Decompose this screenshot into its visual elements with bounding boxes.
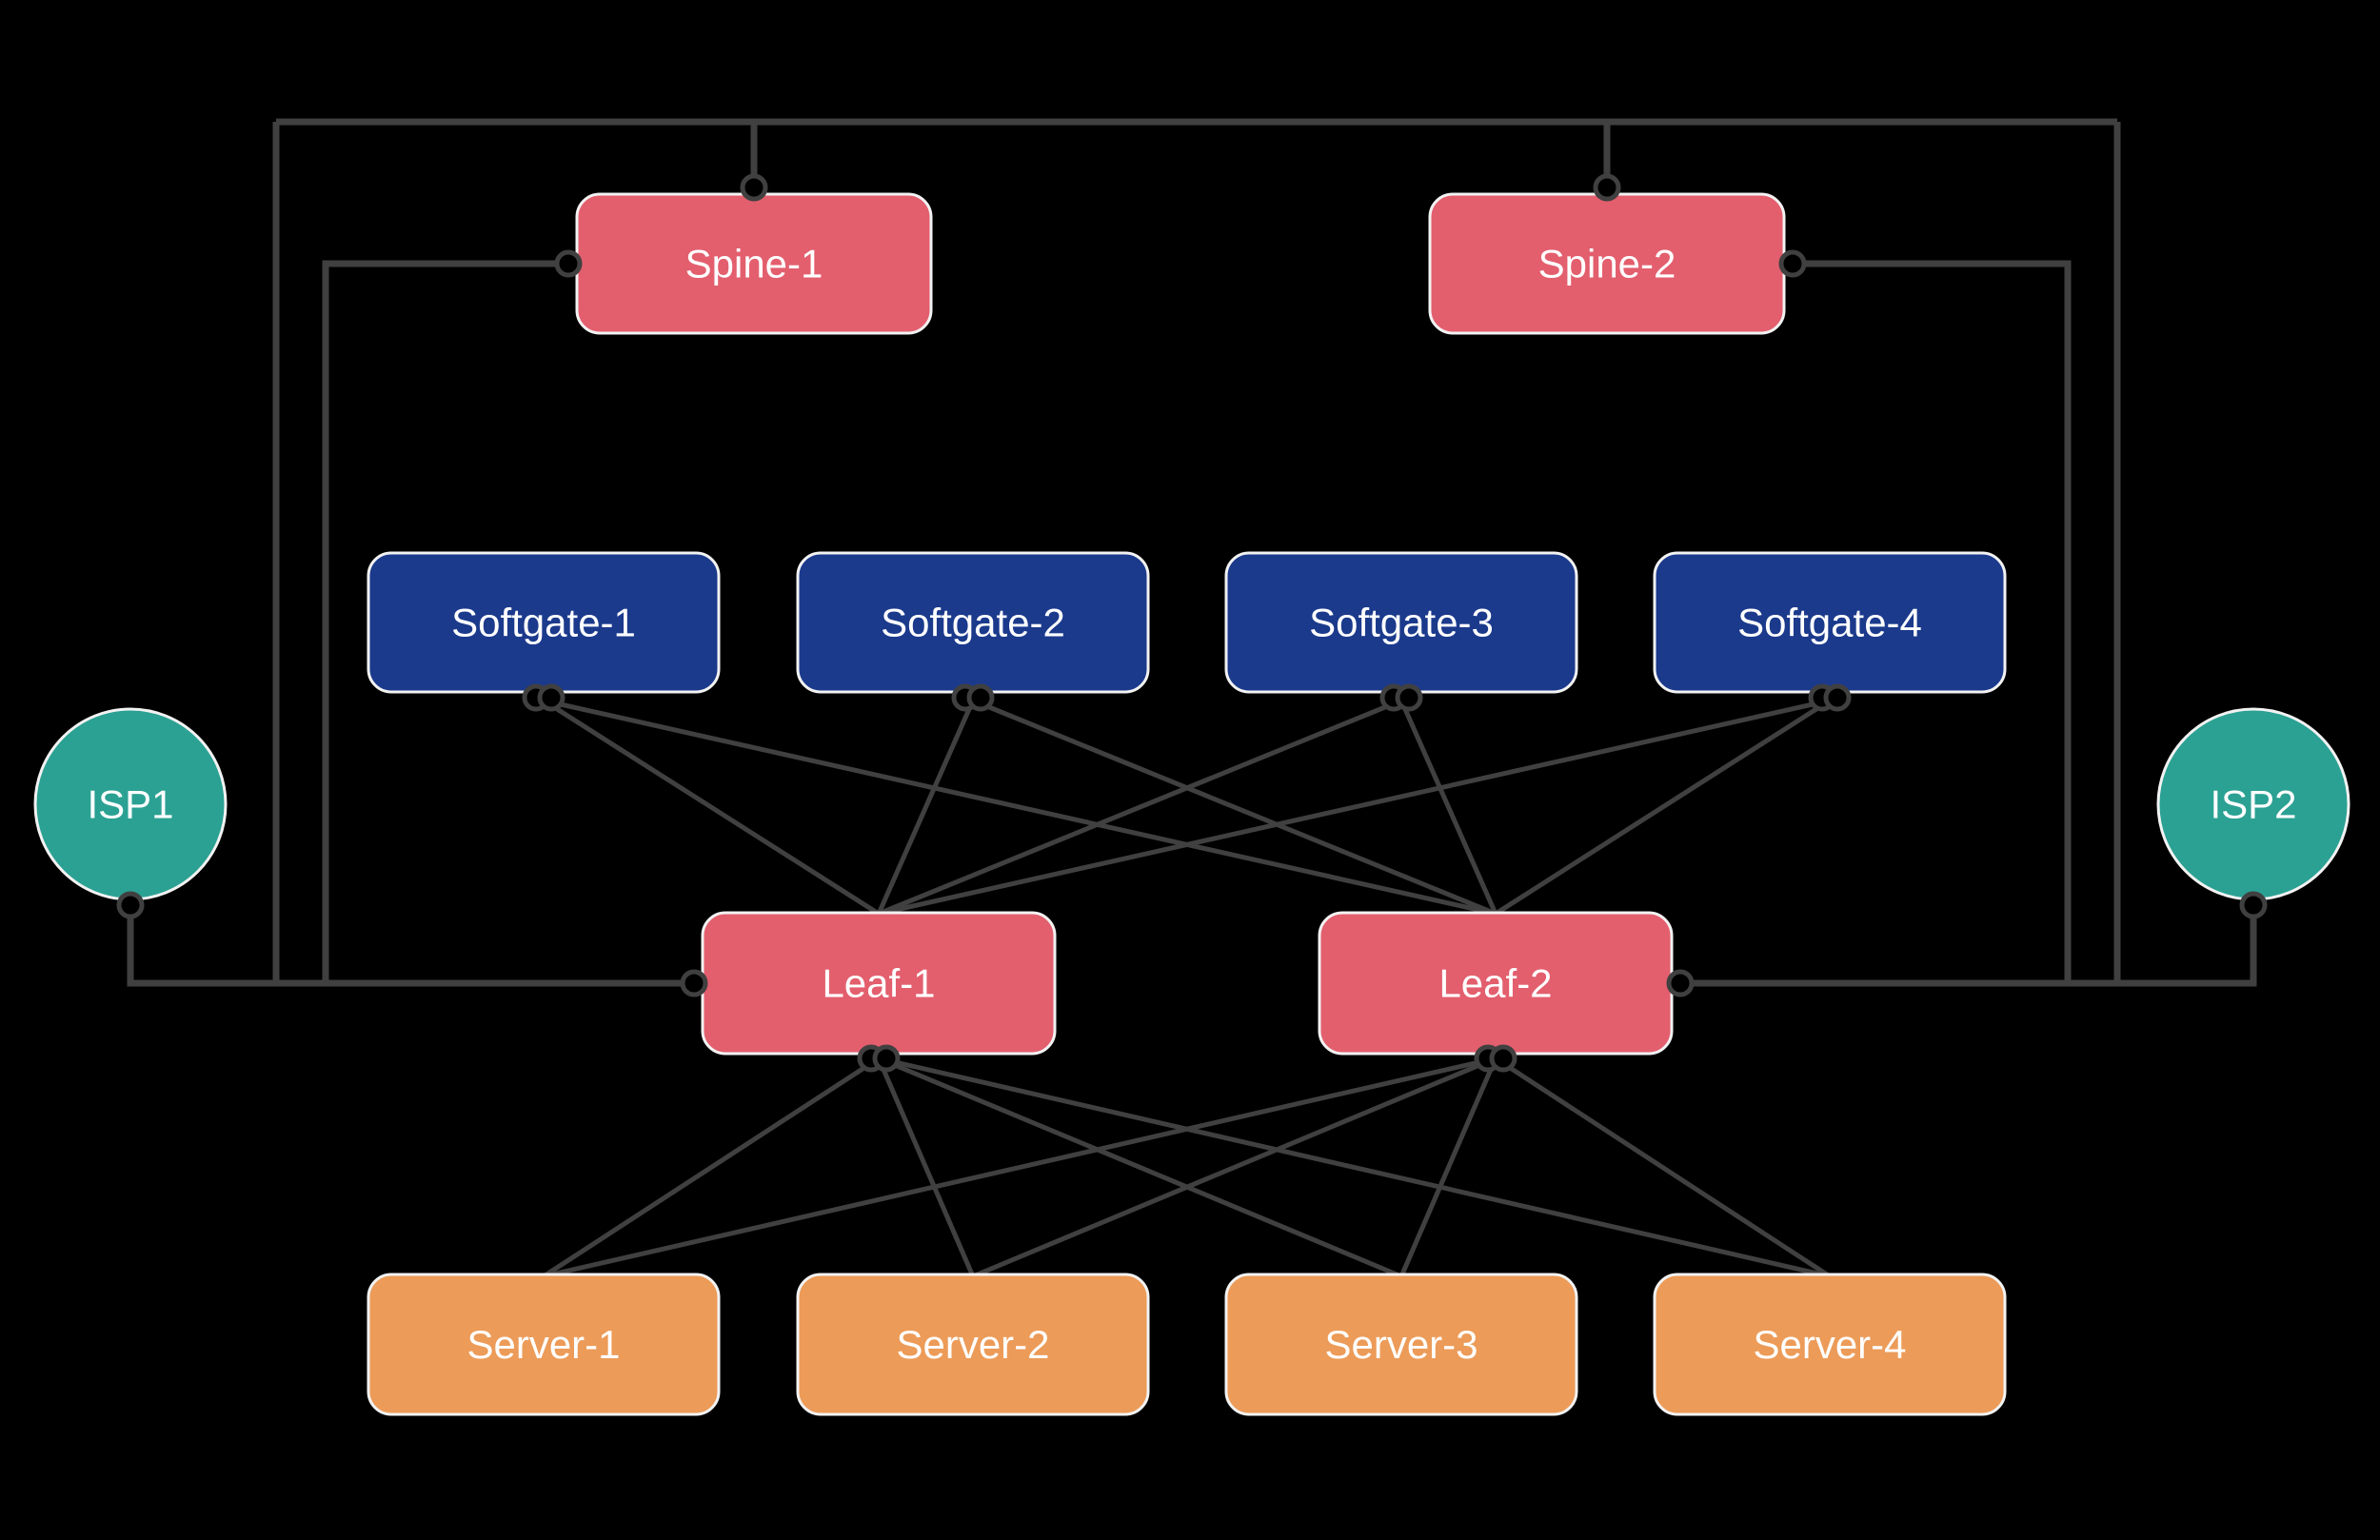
edge-leaf1-server4 bbox=[878, 1056, 1831, 1279]
node-server-1[interactable]: Server-1 bbox=[367, 1273, 721, 1416]
connector-layer bbox=[116, 173, 2268, 1073]
connector-dot-leaf2-bottom-port-b bbox=[1489, 1044, 1517, 1073]
node-leaf-1[interactable]: Leaf-1 bbox=[701, 911, 1057, 1056]
connector-dot-isp2-bottom-port bbox=[2239, 891, 2268, 919]
spine-1-label: Spine-1 bbox=[685, 242, 823, 286]
softgate-3-label: Softgate-3 bbox=[1309, 601, 1494, 645]
connector-dot-softgate4-port-b bbox=[1823, 683, 1852, 712]
server-3-shape bbox=[1224, 1273, 1578, 1416]
connector-dot-softgate2-port-b bbox=[966, 683, 995, 712]
softgate-4-label: Softgate-4 bbox=[1737, 601, 1922, 645]
server-4-shape bbox=[1653, 1273, 2007, 1416]
server-1-label: Server-1 bbox=[466, 1322, 620, 1367]
edge-softgate4-leaf2 bbox=[1494, 698, 1832, 917]
softgate-2-label: Softgate-2 bbox=[881, 601, 1065, 645]
connector-dot-softgate3-port-b bbox=[1395, 683, 1423, 712]
softgate-1-label: Softgate-1 bbox=[451, 601, 636, 645]
node-server-3[interactable]: Server-3 bbox=[1224, 1273, 1578, 1416]
spine-2-label: Spine-2 bbox=[1538, 242, 1676, 286]
server-3-label: Server-3 bbox=[1324, 1322, 1478, 1367]
edge-softgate2-leaf2 bbox=[972, 698, 1497, 917]
connector-dot-spine1-left-port bbox=[554, 249, 583, 278]
edge-leaf1-server1 bbox=[542, 1056, 881, 1279]
edge-layer bbox=[127, 118, 2257, 1279]
node-spine-1[interactable]: Spine-1 bbox=[575, 192, 933, 335]
edge-spine1-left-drop bbox=[322, 260, 568, 983]
server-1-shape bbox=[367, 1273, 721, 1416]
edge-leaf2-server3 bbox=[1398, 1057, 1498, 1277]
edge-softgate1-leaf2 bbox=[543, 698, 1497, 917]
edge-leaf1-server3 bbox=[878, 1056, 1402, 1279]
edge-isp1-leaf1 bbox=[127, 911, 694, 987]
edge-softgate1-leaf1 bbox=[542, 698, 881, 917]
edge-isp2-leaf2 bbox=[1680, 911, 2257, 987]
edge-softgate2-leaf1 bbox=[876, 699, 976, 916]
connector-dot-spine2-right-port bbox=[1778, 249, 1807, 278]
node-server-4[interactable]: Server-4 bbox=[1653, 1273, 2007, 1416]
connector-dot-softgate1-port-b bbox=[537, 683, 565, 712]
node-softgate-3[interactable]: Softgate-3 bbox=[1224, 551, 1578, 694]
edge-spine2-right-drop bbox=[1793, 260, 2072, 983]
edge-softgate3-leaf2 bbox=[1398, 699, 1498, 916]
leaf-2-label: Leaf-2 bbox=[1438, 961, 1552, 1006]
connector-dot-isp1-bottom-port bbox=[116, 891, 145, 919]
edge-leaf2-server4 bbox=[1494, 1056, 1832, 1279]
connector-dot-leaf1-bottom-port-b bbox=[872, 1044, 901, 1073]
isp1-label: ISP1 bbox=[87, 782, 173, 827]
server-2-label: Server-2 bbox=[896, 1322, 1049, 1367]
server-2-shape bbox=[796, 1273, 1150, 1416]
node-softgate-1[interactable]: Softgate-1 bbox=[367, 551, 721, 694]
connector-dot-leaf2-right-port bbox=[1666, 969, 1695, 997]
node-softgate-2[interactable]: Softgate-2 bbox=[796, 551, 1150, 694]
node-isp2[interactable]: ISP2 bbox=[2156, 707, 2350, 901]
node-softgate-4[interactable]: Softgate-4 bbox=[1653, 551, 2007, 694]
node-isp1[interactable]: ISP1 bbox=[33, 707, 228, 901]
isp2-label: ISP2 bbox=[2210, 782, 2296, 827]
edge-leaf2-server1 bbox=[543, 1056, 1497, 1279]
connector-dot-spine2-top-port bbox=[1593, 173, 1621, 202]
edge-leaf2-server2 bbox=[972, 1056, 1497, 1279]
node-server-2[interactable]: Server-2 bbox=[796, 1273, 1150, 1416]
connector-dot-leaf1-left-port bbox=[680, 969, 708, 997]
leaf-1-label: Leaf-1 bbox=[822, 961, 935, 1006]
node-leaf-2[interactable]: Leaf-2 bbox=[1318, 911, 1674, 1056]
edge-leaf1-server2 bbox=[876, 1057, 976, 1277]
connector-dot-spine1-top-port bbox=[740, 173, 768, 202]
edge-softgate3-leaf1 bbox=[878, 698, 1402, 917]
edge-softgate4-leaf1 bbox=[878, 698, 1831, 917]
node-spine-2[interactable]: Spine-2 bbox=[1428, 192, 1786, 335]
server-4-label: Server-4 bbox=[1753, 1322, 1906, 1367]
